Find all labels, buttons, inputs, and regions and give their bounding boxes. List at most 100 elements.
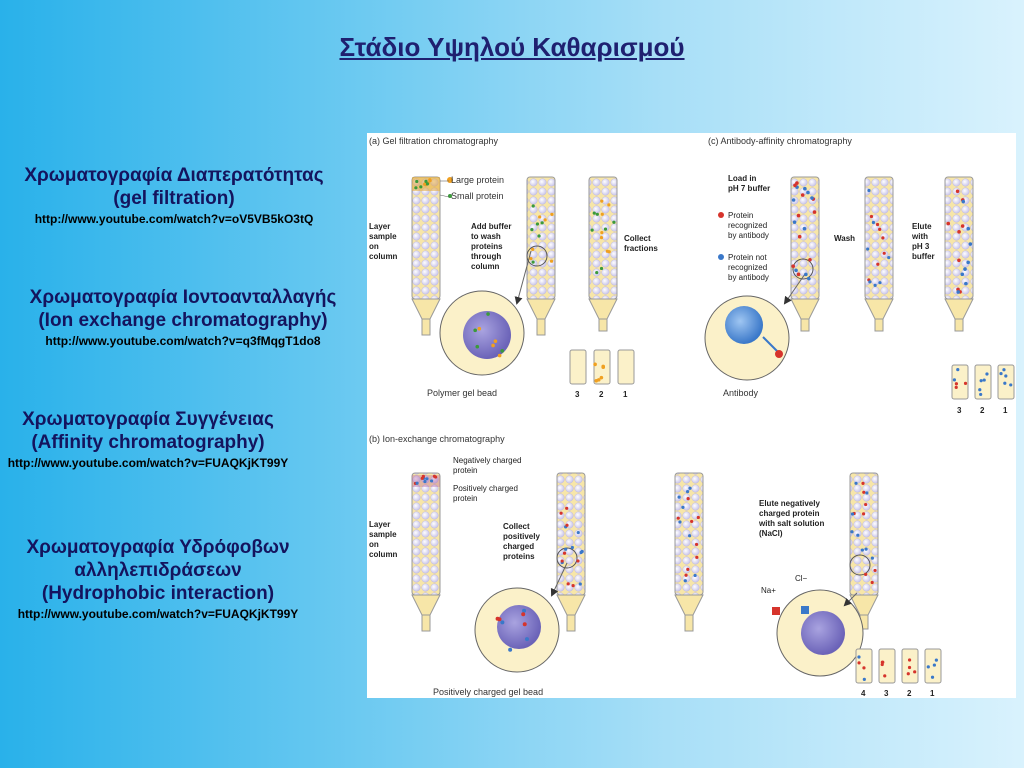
na-ion-label: Na+ bbox=[761, 586, 776, 595]
figure-canvas: (a) Gel filtration chromatography Large … bbox=[369, 136, 1015, 698]
protein-dot bbox=[878, 227, 882, 231]
protein-dot bbox=[963, 381, 968, 386]
panel-c-legend: Protein recognized by antibody Protein n… bbox=[718, 211, 769, 282]
protein-dot bbox=[1009, 383, 1013, 387]
protein-dot bbox=[694, 542, 699, 547]
protein-dot bbox=[871, 220, 876, 225]
protein-dot bbox=[796, 272, 801, 277]
svg-text:on: on bbox=[369, 540, 379, 549]
video-link[interactable]: http://www.youtube.com/watch?v=FUAQKjKT9… bbox=[17, 607, 299, 621]
protein-dot bbox=[425, 477, 429, 481]
protein-dot bbox=[956, 287, 960, 292]
svg-text:Add buffer: Add buffer bbox=[471, 222, 511, 231]
protein-dot bbox=[952, 378, 957, 382]
protein-dot bbox=[881, 236, 885, 240]
protein-dot bbox=[966, 226, 971, 231]
protein-dot bbox=[854, 481, 858, 485]
protein-dot bbox=[531, 247, 535, 251]
protein-dot bbox=[873, 568, 877, 573]
svg-text:2: 2 bbox=[980, 406, 985, 415]
panel-a-column-1 bbox=[411, 176, 441, 336]
video-link[interactable]: http://www.youtube.com/watch?v=oV5VB5kO3… bbox=[34, 212, 314, 226]
protein-dot bbox=[566, 582, 570, 586]
protein-dot bbox=[808, 257, 812, 262]
protein-dot bbox=[415, 481, 419, 485]
panel-c-column-3 bbox=[944, 176, 974, 332]
protein-dot bbox=[968, 242, 973, 246]
protein-dot bbox=[954, 382, 959, 386]
protein-dot bbox=[580, 549, 584, 554]
panel-a-fraction-tubes: 3 2 1 bbox=[569, 349, 635, 399]
protein-dot bbox=[934, 658, 938, 662]
protein-dot bbox=[601, 365, 606, 369]
protein-dot bbox=[531, 204, 535, 208]
svg-text:sample: sample bbox=[369, 530, 397, 539]
large-protein-icon bbox=[447, 177, 453, 183]
protein-dot bbox=[686, 497, 690, 501]
panel-b-heading: (b) Ion-exchange chromatography bbox=[369, 434, 505, 444]
svg-text:proteins: proteins bbox=[471, 242, 503, 251]
panel-a-step3: Collect fractions bbox=[624, 234, 658, 253]
protein-dot bbox=[595, 270, 599, 275]
method-affinity: Χρωματογραφία Συγγένειας (Affinity chrom… bbox=[0, 408, 301, 472]
protein-dot bbox=[856, 533, 860, 537]
protein-dot bbox=[982, 378, 986, 382]
svg-text:Layer: Layer bbox=[369, 222, 390, 231]
legend-small-protein: Small protein bbox=[451, 191, 504, 201]
protein-dot bbox=[867, 188, 871, 193]
protein-dot bbox=[429, 479, 434, 483]
svg-text:positively: positively bbox=[503, 532, 540, 541]
panel-c-heading: (c) Antibody-affinity chromatography bbox=[708, 136, 852, 146]
protein-dot bbox=[810, 196, 814, 200]
protein-dot bbox=[812, 210, 817, 214]
protein-dot bbox=[956, 368, 960, 372]
panel-b-salt-detail bbox=[772, 554, 871, 677]
slide-title: Στάδιο Υψηλού Καθαρισμού bbox=[339, 32, 685, 62]
protein-dot bbox=[686, 567, 690, 571]
protein-dot bbox=[875, 222, 880, 227]
protein-dot bbox=[864, 547, 868, 551]
protein-dot bbox=[559, 511, 563, 515]
method-ion-exchange: Χρωματογραφία Ιοντοανταλλαγής (Ion excha… bbox=[0, 286, 366, 350]
protein-dot bbox=[425, 182, 430, 186]
protein-dot bbox=[964, 281, 968, 286]
panel-c-elute: Elute with pH 3 buffer bbox=[911, 222, 935, 261]
protein-dot bbox=[880, 660, 884, 664]
video-link[interactable]: http://www.youtube.com/watch?v=q3fMqgT1d… bbox=[45, 334, 321, 348]
protein-dot bbox=[862, 666, 866, 670]
svg-text:1: 1 bbox=[930, 689, 935, 698]
protein-dot bbox=[599, 236, 604, 240]
protein-dot bbox=[850, 530, 854, 534]
method-title-english: (gel filtration) bbox=[113, 188, 235, 209]
protein-dot bbox=[564, 547, 568, 551]
video-link[interactable]: http://www.youtube.com/watch?v=FUAQKjKT9… bbox=[7, 456, 289, 470]
protein-dot bbox=[864, 502, 868, 507]
protein-dot bbox=[907, 665, 912, 670]
svg-text:recognized: recognized bbox=[728, 263, 767, 272]
svg-text:by antibody: by antibody bbox=[728, 231, 769, 240]
svg-text:Collect: Collect bbox=[503, 522, 530, 531]
protein-dot bbox=[1002, 368, 1006, 372]
protein-dot bbox=[594, 378, 599, 383]
protein-dot bbox=[864, 572, 868, 576]
protein-dot bbox=[946, 221, 951, 226]
panel-b-column-3 bbox=[674, 472, 704, 632]
protein-dot bbox=[565, 523, 569, 527]
svg-text:to wash: to wash bbox=[471, 232, 501, 241]
chromatography-figure: (a) Gel filtration chromatography Large … bbox=[367, 133, 1016, 698]
cl-ion-label: Cl− bbox=[795, 574, 808, 583]
protein-dot bbox=[862, 490, 866, 494]
protein-dot bbox=[590, 228, 594, 232]
protein-dot bbox=[531, 260, 535, 264]
protein-dot bbox=[887, 255, 891, 260]
protein-dot bbox=[961, 199, 966, 204]
svg-text:Protein: Protein bbox=[728, 211, 753, 220]
svg-text:Protein not: Protein not bbox=[728, 253, 767, 262]
protein-dot bbox=[796, 213, 801, 218]
protein-dot bbox=[870, 580, 874, 585]
panel-c-load: Load in pH 7 buffer bbox=[728, 174, 770, 193]
protein-dot bbox=[491, 343, 495, 348]
protein-dot bbox=[878, 281, 882, 285]
protein-dot bbox=[883, 674, 887, 678]
protein-dot bbox=[906, 672, 910, 676]
